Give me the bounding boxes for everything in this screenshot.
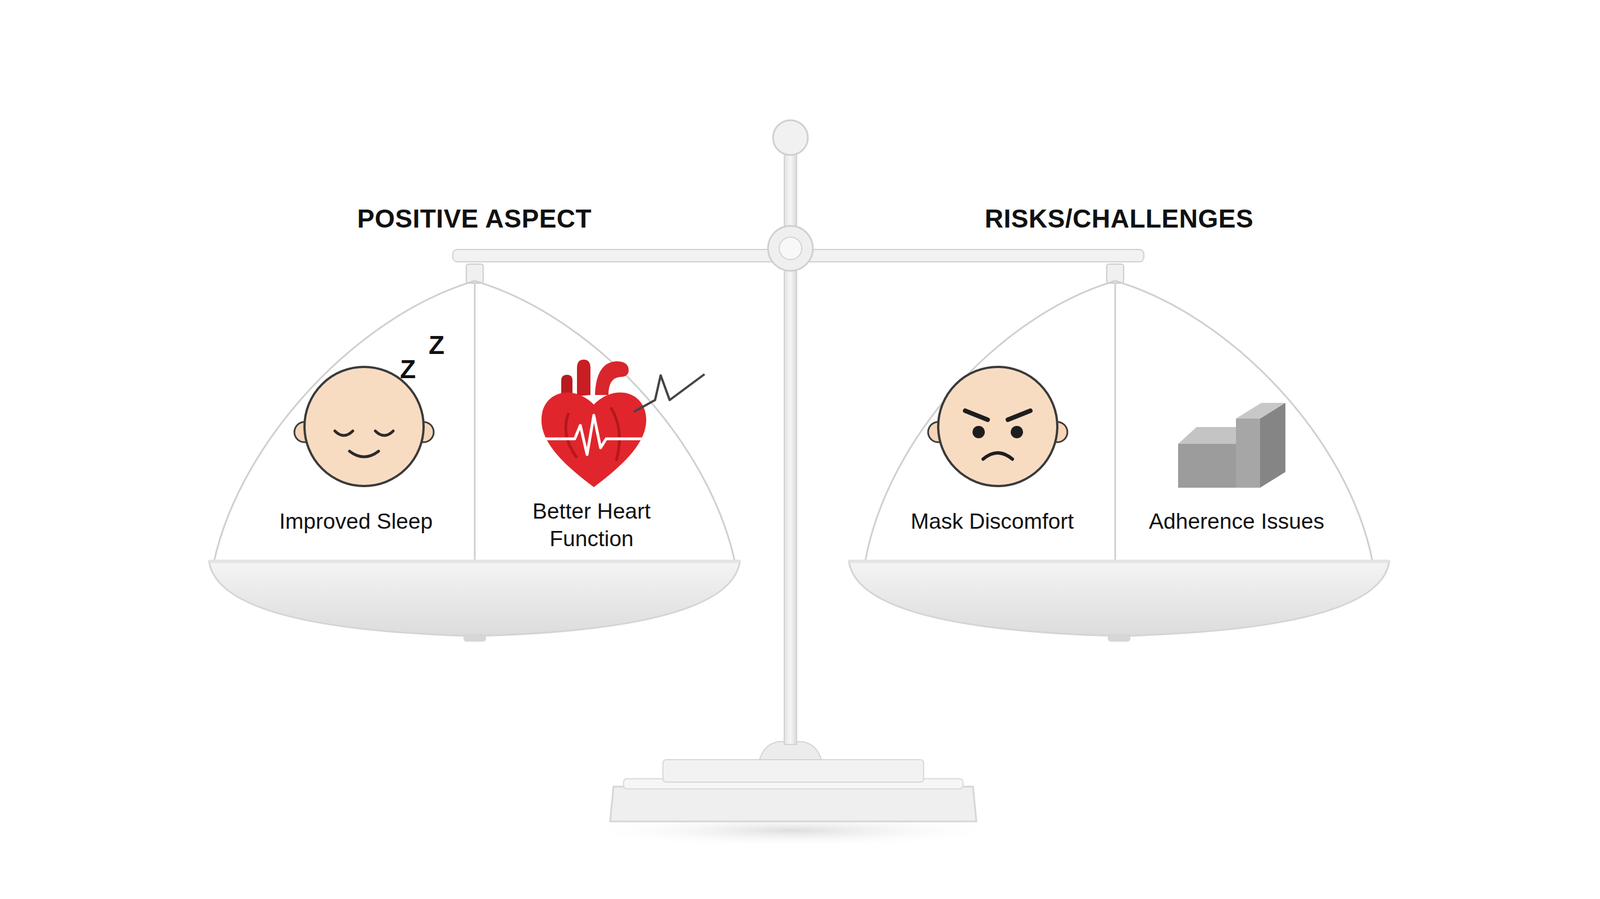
- post-knob: [773, 120, 808, 156]
- pan-string: [474, 283, 476, 562]
- pan-string: [214, 280, 475, 562]
- pulse-line: [633, 374, 705, 412]
- pan-string: [865, 280, 1116, 562]
- pan-string: [1114, 283, 1117, 562]
- pan-hook: [1106, 264, 1124, 284]
- pan-item: Better Heart Function: [515, 496, 668, 554]
- pan-rim: [848, 559, 1390, 563]
- pan-dish: [848, 561, 1390, 636]
- right-pan: [848, 264, 1390, 642]
- item-label: Adherence Issues: [1145, 506, 1328, 537]
- scale-pan: RISKS/CHALLENGES Mask Discomfort Adherence…: [848, 196, 1390, 641]
- base-plate: [610, 786, 977, 822]
- pan-heading: POSITIVE ASPECT: [208, 203, 740, 234]
- angry-face-icon: [928, 366, 1068, 486]
- pan-hook: [466, 264, 484, 284]
- base-step: [662, 759, 924, 783]
- sleeping-face-icon: [294, 366, 434, 486]
- heart-icon: [541, 359, 648, 488]
- pan-item: Adherence Issues: [1145, 506, 1328, 537]
- scale-pan: POSITIVE ASPECT Improved Sleep Better Hear…: [208, 196, 740, 641]
- pan-string: [474, 280, 735, 562]
- beam-hub: [767, 225, 813, 271]
- pan-nub: [463, 633, 486, 642]
- item-label: Improved Sleep: [275, 506, 436, 537]
- pan-string: [1115, 280, 1373, 562]
- hub-pin: [779, 237, 802, 260]
- pan-item: Improved Sleep: [275, 506, 436, 537]
- sleep-letter: Z: [428, 332, 445, 358]
- pan-rim: [208, 559, 740, 563]
- sleep-letter: Z: [400, 356, 416, 383]
- left-pan: [208, 264, 740, 642]
- item-label: Better Heart Function: [515, 496, 668, 554]
- pan-dish: [208, 561, 740, 636]
- pan-item: Mask Discomfort: [907, 506, 1077, 537]
- pan-nub: [1107, 633, 1131, 642]
- block-icon: [1178, 402, 1286, 488]
- item-label: Mask Discomfort: [907, 506, 1077, 537]
- pan-heading: RISKS/CHALLENGES: [848, 203, 1390, 234]
